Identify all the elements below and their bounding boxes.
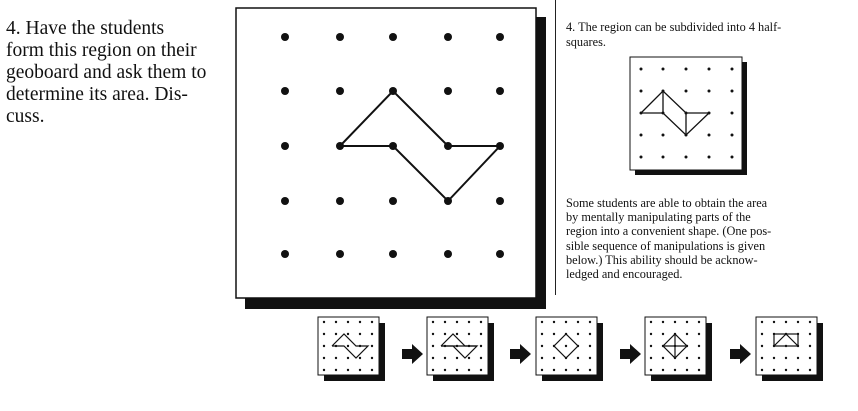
main-region-shape — [339, 89, 503, 203]
manipulation-sequence — [317, 316, 823, 381]
body-line: below.) This ability should be acknow- — [566, 252, 758, 267]
left-line: 4. Have the students — [6, 18, 165, 39]
right-heading: 4. The region can be subdivided into 4 h… — [566, 20, 858, 50]
left-line: geoboard and ask them to — [6, 62, 207, 83]
right-arrow-icon — [402, 344, 423, 364]
sequence-step-4 — [644, 316, 712, 381]
body-line: sible sequence of manipulations is given — [566, 238, 766, 253]
right-arrow-icon — [730, 344, 751, 364]
subdivided-geoboard — [629, 56, 747, 175]
column-divider — [555, 0, 556, 295]
sequence-step-5 — [755, 316, 823, 381]
body-line: region into a convenient shape. (One pos… — [566, 224, 772, 239]
body-line: Some students are able to obtain the are… — [566, 196, 768, 210]
heading-line: squares. — [566, 35, 606, 49]
subdivided-region — [640, 90, 711, 136]
sequence-step-3 — [535, 316, 603, 381]
sequence-step-2 — [426, 316, 494, 381]
heading-line: 4. The region can be subdivided into 4 h… — [566, 20, 782, 34]
right-arrow-icon — [620, 344, 641, 364]
left-line: determine its area. Dis- — [6, 84, 188, 105]
left-line: form this region on their — [6, 40, 197, 61]
body-line: ledged and encouraged. — [566, 267, 683, 282]
body-line: by mentally manipulating parts of the — [566, 210, 751, 225]
main-geoboard-frame — [235, 7, 537, 299]
right-body-text: Some students are able to obtain the are… — [566, 196, 852, 281]
left-line: cuss. — [6, 106, 45, 127]
main-geoboard — [235, 7, 546, 309]
sequence-step-1 — [317, 316, 385, 381]
left-instruction-text: 4. Have the students form this region on… — [6, 18, 236, 128]
right-arrow-icon — [510, 344, 531, 364]
